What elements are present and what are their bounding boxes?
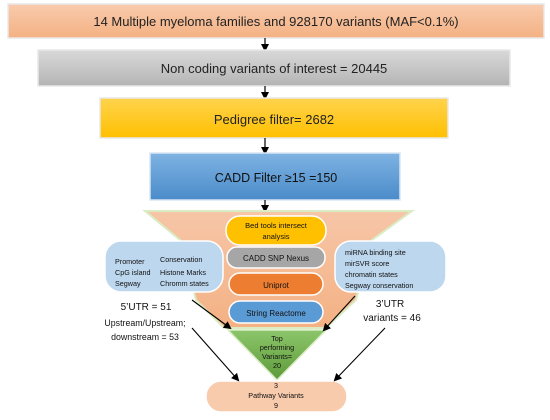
pathway-line1: 3	[274, 381, 278, 390]
left-annotation-panel	[104, 240, 224, 293]
stage-3-label: Pedigree filter= 2682	[214, 112, 334, 127]
right-panel-line4: Segway conservation	[345, 281, 413, 290]
tool-pill-bedtools	[225, 215, 327, 246]
tool-uniprot-label: Uniprot	[263, 281, 290, 290]
top-variants-line2: performing	[260, 343, 294, 352]
stage-box-3	[99, 97, 449, 139]
right-annotation-panel	[334, 240, 447, 293]
arrow-utr3-to-triangle	[322, 295, 356, 332]
top-variants-line3: Variants=	[262, 352, 292, 361]
upstream-line2: downstream = 53	[111, 332, 179, 342]
right-panel-line3: chromatin states	[345, 270, 398, 279]
utr3-line1: 3’UTR	[376, 299, 404, 310]
upstream-line1: Upstream/Upstream;	[104, 318, 185, 328]
tool-pill-uniprot	[228, 272, 324, 296]
tool-pill-string-reactome	[228, 300, 324, 324]
tool-bedtools-line2: analysis	[262, 232, 289, 241]
top-variants-line1: Top	[271, 334, 283, 343]
stage-box-4	[149, 152, 401, 201]
tool-bedtools-line1: Bed tools intersect	[245, 221, 308, 230]
tool-pill-cadd-snpnexus	[226, 246, 326, 269]
pathway-line2: Pathway Variants	[248, 391, 304, 400]
right-panel-line1: miRNA binding site	[345, 248, 406, 257]
stage-2-label: Non coding variants of interest = 20445	[161, 61, 388, 76]
left-panel-row3-right: Chromm states	[160, 279, 209, 288]
arrow-upstream-to-pathway	[191, 327, 240, 382]
stage-4-label: CADD Filter ≥15 =150	[215, 171, 338, 185]
pathway-line3: 9	[274, 401, 278, 410]
left-panel-row1-right: Conservation	[160, 255, 202, 264]
left-panel-row3-left: Segway	[115, 279, 141, 288]
arrow-utr3-to-pathway	[333, 327, 386, 382]
pathway-variants-pill	[205, 380, 348, 413]
left-panel-row1-left: Promoter	[115, 257, 145, 266]
top-variants-triangle	[226, 329, 328, 382]
tool-cadd-snpnexus-label: CADD SNP Nexus	[243, 254, 309, 263]
utr5-label: 5’UTR = 51	[121, 302, 172, 313]
stage-box-1	[7, 3, 545, 39]
left-panel-row2-right: Histone Marks	[160, 268, 206, 277]
utr3-line2: variants = 46	[363, 313, 421, 324]
stage-1-label: 14 Multiple myeloma families and 928170 …	[93, 14, 458, 29]
stage-box-2	[37, 49, 511, 87]
top-variants-line4: 20	[273, 361, 281, 370]
right-panel-line2: mirSVR score	[345, 259, 389, 268]
arrow-utr5-to-triangle	[191, 299, 232, 330]
left-panel-row2-left: CpG island	[115, 268, 151, 277]
tool-string-reactome-label: String Reactome	[246, 309, 306, 318]
